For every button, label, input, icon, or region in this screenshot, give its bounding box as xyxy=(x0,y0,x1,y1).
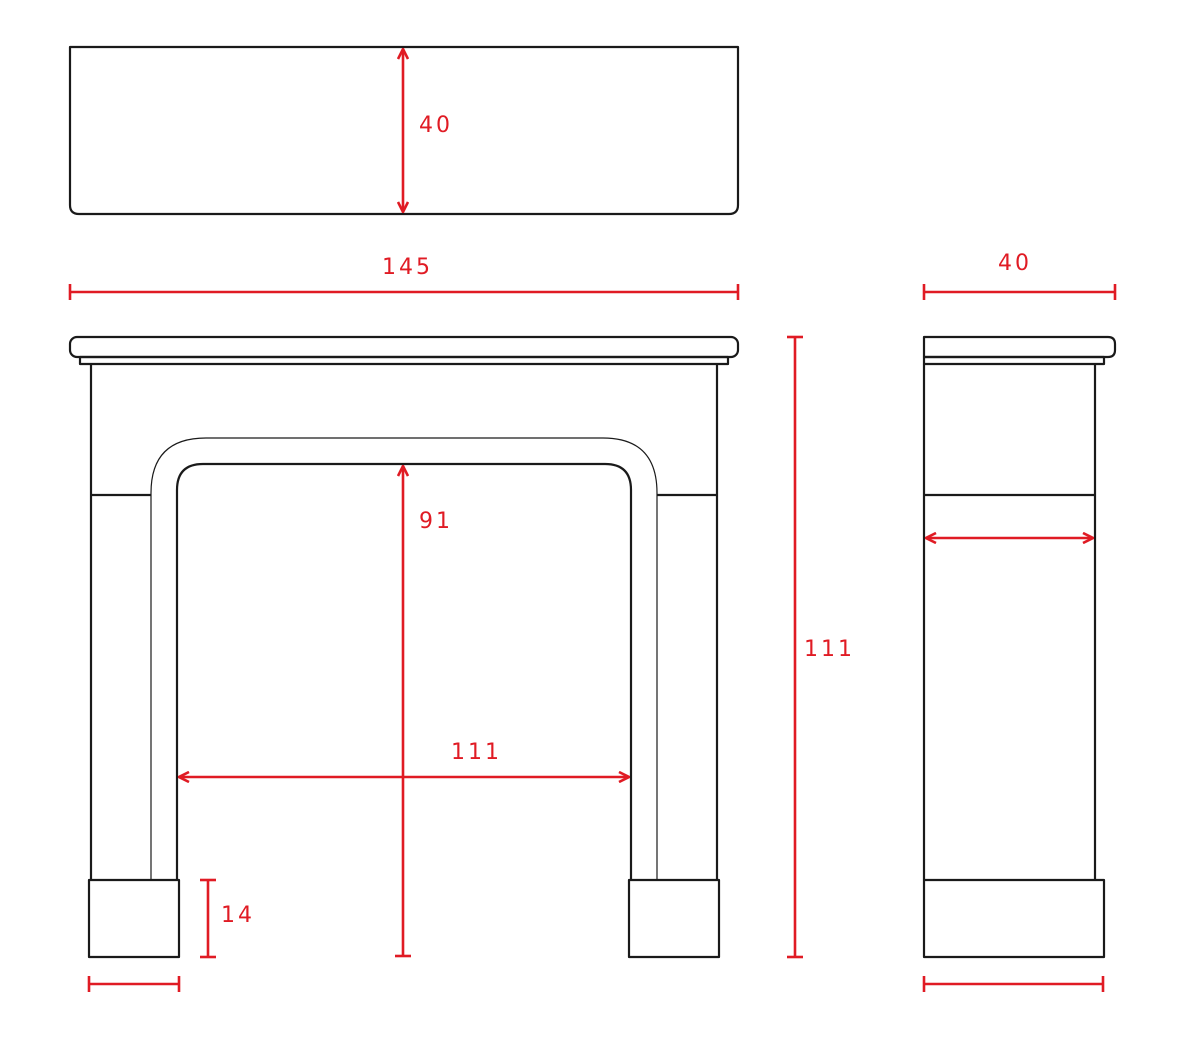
opening-height-label: 91 xyxy=(419,509,453,534)
opening-width-label: 111 xyxy=(451,740,502,765)
plinth-right xyxy=(627,878,721,959)
mantel-moulding xyxy=(78,355,730,366)
side-plinth-depth-dimension xyxy=(922,976,1105,992)
plinth-height-label: 14 xyxy=(221,903,255,928)
surround-outline xyxy=(89,364,719,880)
overall-width-dimension xyxy=(68,284,740,300)
plinth-width-dimension xyxy=(87,976,181,992)
overall-height-label: 111 xyxy=(804,637,855,662)
mantel-shelf xyxy=(68,335,740,359)
top-depth-label: 40 xyxy=(419,113,453,138)
side-body xyxy=(922,364,1097,880)
side-depth-dimension xyxy=(922,284,1117,300)
front-view: 145 91 111 14 xyxy=(68,255,740,992)
side-moulding xyxy=(922,355,1106,366)
fire-opening xyxy=(175,462,633,880)
top-view: 40 xyxy=(68,45,740,216)
side-shelf xyxy=(922,335,1117,359)
bevel-arch xyxy=(150,437,658,880)
plinth-left xyxy=(87,878,181,959)
plinth-height-dimension xyxy=(200,878,216,959)
side-view: 40 xyxy=(922,251,1117,992)
shelf-plan-outline xyxy=(68,45,740,216)
side-depth-label: 40 xyxy=(998,251,1032,276)
overall-height-dimension xyxy=(787,335,803,959)
overall-width-label: 145 xyxy=(382,255,433,280)
side-plinth xyxy=(922,878,1106,959)
